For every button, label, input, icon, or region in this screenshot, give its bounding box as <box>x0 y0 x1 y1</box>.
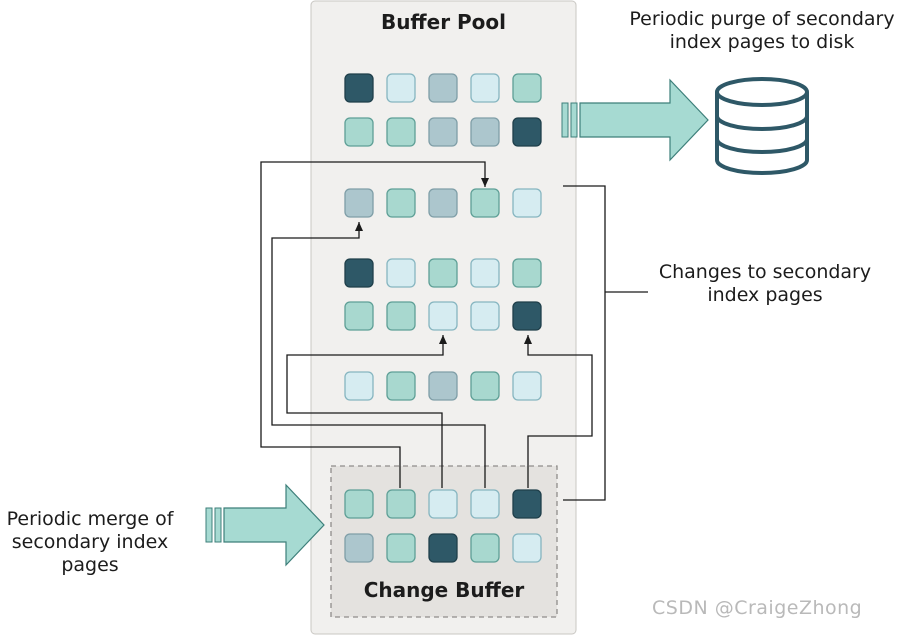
page-square-light <box>344 371 374 401</box>
connector-line <box>524 335 593 488</box>
change-buffer-title: Change Buffer <box>363 578 525 602</box>
merge-arrow <box>205 483 325 567</box>
page-square-teal <box>428 258 458 288</box>
buffer-pool-pages <box>344 73 542 401</box>
merge-label: Periodic merge of secondary index pages <box>0 508 180 577</box>
page-square-teal <box>386 188 416 218</box>
page-square-light <box>470 489 500 519</box>
changes-label-line: Changes to secondary <box>658 261 872 283</box>
watermark: CSDN @CraigeZhong <box>652 597 863 619</box>
page-square-light <box>512 533 542 563</box>
page-square-light <box>386 73 416 103</box>
purge-arrow <box>561 78 709 162</box>
page-square-dark <box>512 117 542 147</box>
page-square-grayblue <box>344 533 374 563</box>
purge-label-line: index pages to disk <box>669 31 855 53</box>
page-square-teal <box>512 258 542 288</box>
page-square-light <box>386 258 416 288</box>
page-square-dark <box>512 301 542 331</box>
page-square-teal <box>386 533 416 563</box>
changes-label: Changes to secondary index pages <box>640 261 890 307</box>
page-square-teal <box>470 188 500 218</box>
merge-label-line: secondary index <box>11 531 169 553</box>
page-square-teal <box>512 73 542 103</box>
page-square-dark <box>512 489 542 519</box>
page-square-light <box>428 489 458 519</box>
purge-label-line: Periodic purge of secondary <box>629 8 895 30</box>
page-square-teal <box>386 117 416 147</box>
page-square-teal <box>344 489 374 519</box>
page-square-grayblue <box>428 73 458 103</box>
page-square-teal <box>344 301 374 331</box>
merge-label-line: pages <box>61 554 119 576</box>
changes-label-line: index pages <box>707 284 823 306</box>
connector-line <box>286 335 447 488</box>
page-square-teal <box>386 301 416 331</box>
merge-connectors <box>260 161 593 488</box>
page-square-teal <box>386 371 416 401</box>
page-square-dark <box>344 258 374 288</box>
page-square-light <box>512 371 542 401</box>
change-buffer-pages <box>344 489 542 563</box>
page-square-grayblue <box>428 371 458 401</box>
page-square-grayblue <box>470 117 500 147</box>
database-icon <box>715 77 809 175</box>
page-square-teal <box>344 117 374 147</box>
connector-line <box>260 161 489 488</box>
purge-label: Periodic purge of secondary index pages … <box>612 8 908 54</box>
connector-line <box>271 222 486 488</box>
page-square-light <box>470 301 500 331</box>
merge-label-line: Periodic merge of <box>6 508 174 530</box>
page-square-teal <box>386 489 416 519</box>
buffer-pool-title: Buffer Pool <box>380 10 507 34</box>
page-square-light <box>470 73 500 103</box>
page-square-grayblue <box>344 188 374 218</box>
page-square-grayblue <box>428 117 458 147</box>
page-square-light <box>470 258 500 288</box>
page-square-dark <box>428 533 458 563</box>
page-square-dark <box>344 73 374 103</box>
page-square-teal <box>470 533 500 563</box>
page-square-light <box>512 188 542 218</box>
page-square-light <box>428 301 458 331</box>
page-square-teal <box>470 371 500 401</box>
changes-bracket <box>563 185 648 501</box>
page-square-grayblue <box>428 188 458 218</box>
